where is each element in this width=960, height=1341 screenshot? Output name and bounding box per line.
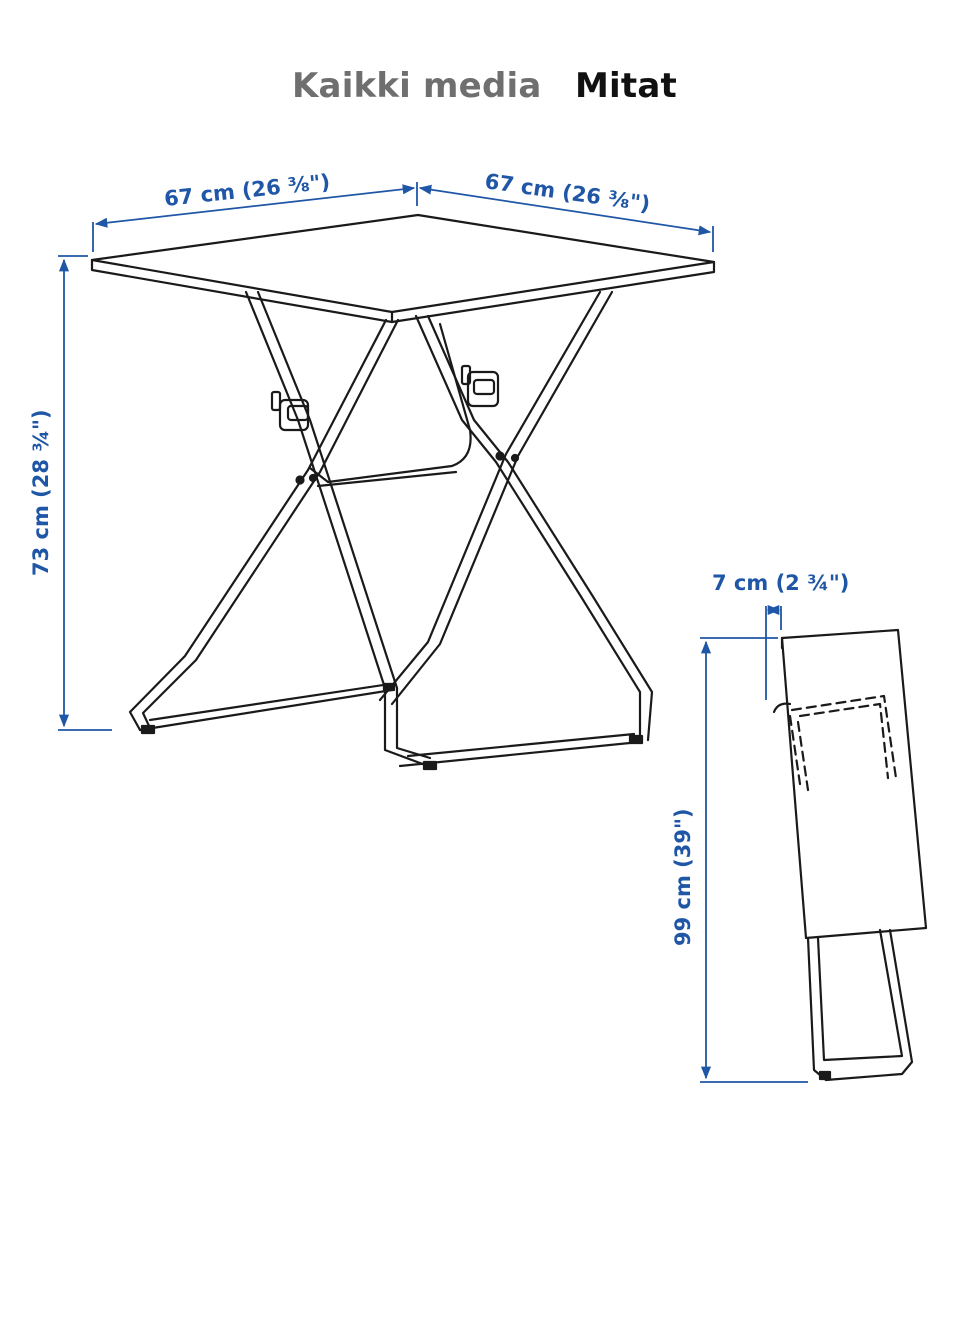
height-folded-label: 99 cm (39"): [671, 808, 695, 946]
width-left-label: 67 cm (26 ⅜"): [163, 170, 331, 211]
media-tabs: Kaikki media Mitat: [0, 66, 960, 122]
depth-folded-label: 7 cm (2 ¾"): [712, 571, 849, 595]
folded-table-illustration: [772, 628, 928, 1082]
height-open-label: 73 cm (28 ¾"): [29, 409, 53, 576]
open-table-illustration: [90, 213, 716, 771]
dimension-lines: [58, 182, 808, 1083]
tab-dimensions[interactable]: Mitat: [575, 66, 677, 106]
width-right-label: 67 cm (26 ⅜"): [483, 169, 651, 216]
tab-all-media[interactable]: Kaikki media: [292, 66, 542, 106]
